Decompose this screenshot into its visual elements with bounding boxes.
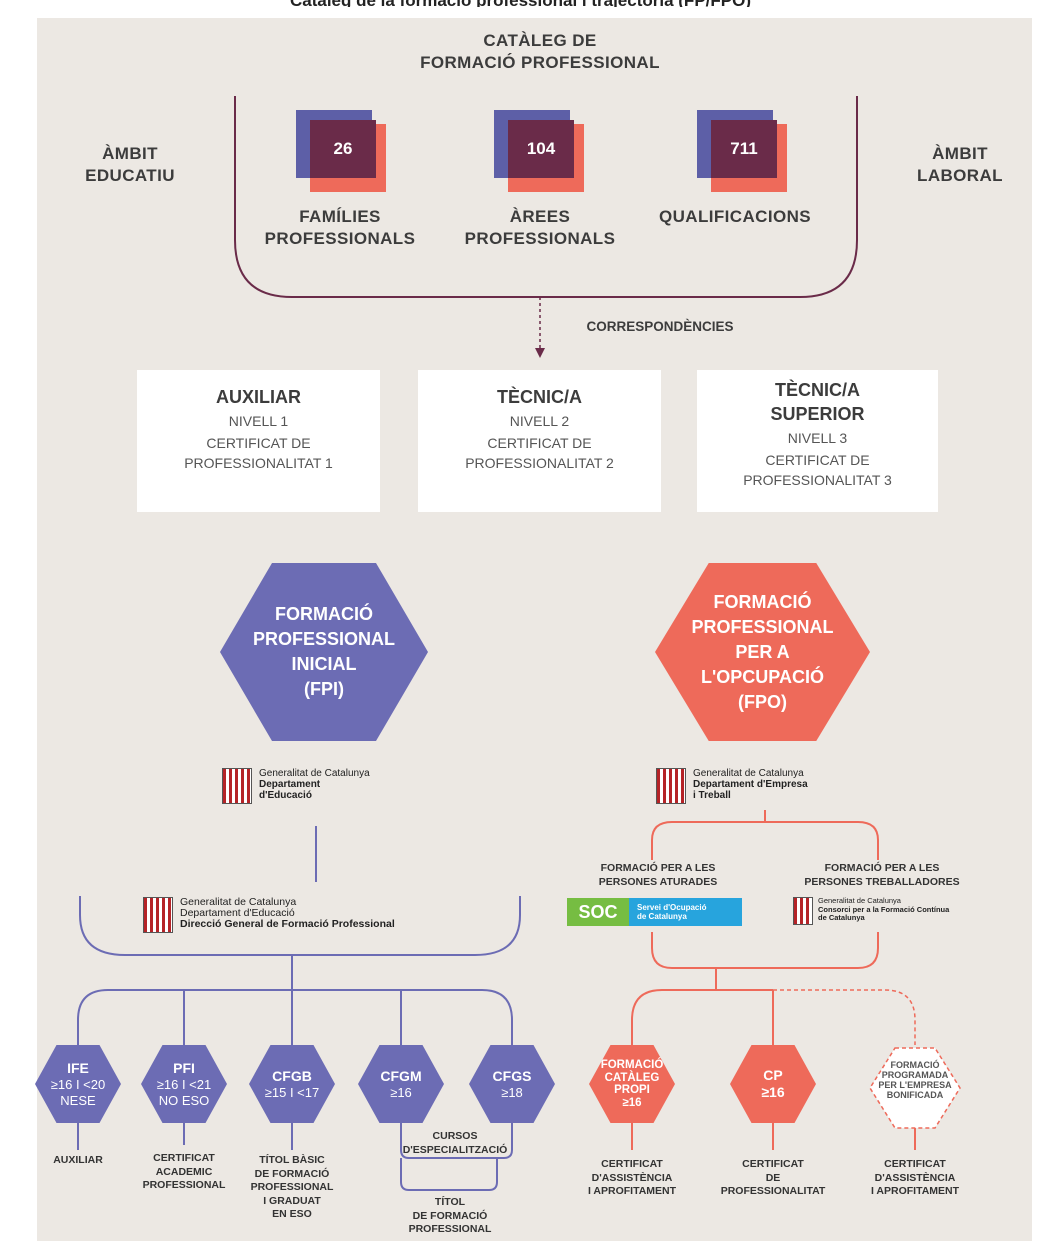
company-outcome: CERTIFICAT D'ASSISTÈNCIA I APROFITAMENT	[870, 1158, 960, 1197]
generalitat-crest-icon	[656, 768, 686, 804]
areas-count: 104	[508, 120, 574, 178]
workers-label: FORMACIÓ PER A LES PERSONES TREBALLADORE…	[804, 862, 960, 888]
program-ife-name: IFE	[67, 1059, 89, 1076]
level-card-2-name: TÈCNIC/A	[497, 387, 582, 407]
diagram-panel	[37, 18, 1032, 1241]
catalog-title: CATÀLEG DE FORMACIÓ PROFESSIONAL	[420, 31, 660, 72]
unemployed-label: FORMACIÓ PER A LES PERSONES ATURADES	[598, 862, 718, 888]
soc-abbr: SOC	[567, 898, 629, 926]
level-card-1-cert: CERTIFICAT DE PROFESSIONALITAT 1	[184, 435, 333, 471]
ife-outcome: AUXILIAR	[53, 1154, 103, 1166]
fpi-dg-bracket	[79, 896, 521, 956]
fpi-logo-dept: Departament d'Educació	[259, 779, 321, 801]
title-bracket	[400, 1158, 498, 1191]
program-hexagon-cfgm: CFGM ≥16	[358, 1045, 444, 1123]
program-pfi-cond: ≥16 I <21 NO ESO	[156, 1076, 212, 1108]
fpo-department-logo: Generalitat de Catalunya Departament d'E…	[656, 768, 808, 804]
generalitat-crest-icon	[143, 897, 173, 933]
specialization-bracket	[400, 1120, 513, 1159]
pfi-outcome: CERTIFICAT ACADEMIC PROFESSIONAL	[142, 1152, 226, 1191]
consorci-gen: Generalitat de Catalunya	[818, 896, 901, 905]
cp-outcome: CERTIFICAT DE PROFESSIONALITAT	[720, 1158, 826, 1197]
fpi-hexagon: FORMACIÓ PROFESSIONAL INICIAL (FPI)	[220, 563, 428, 741]
families-label: FAMÍLIES PROFESSIONALS	[264, 207, 416, 248]
program-cp-name: CP ≥16	[761, 1067, 785, 1100]
qualifications-label: QUALIFICACIONS	[659, 207, 811, 226]
level-card-1: AUXILIAR NIVELL 1 CERTIFICAT DE PROFESSI…	[137, 370, 380, 512]
fpi-dg-dept: Departament d'Educació	[180, 907, 295, 919]
specialization-courses: CURSOS D'ESPECIALITZACIÓ	[402, 1130, 508, 1156]
level-card-1-name: AUXILIAR	[216, 387, 301, 407]
level-card-3: TÈCNIC/A SUPERIOR NIVELL 3 CERTIFICAT DE…	[697, 370, 938, 512]
fpi-dg-name: Direcció General de Formació Professiona…	[180, 918, 395, 930]
fpo-logo-dept: Departament d'Empresa i Treball	[693, 779, 808, 801]
vocational-title-outcome: TÍTOL DE FORMACIÓ PROFESSIONAL	[408, 1196, 492, 1235]
generalitat-crest-icon	[793, 897, 813, 925]
program-cfgm-cond: ≥16	[390, 1084, 412, 1100]
program-cfgb-cond: ≥15 I <17	[264, 1084, 320, 1100]
program-cfgb-name: CFGB	[272, 1067, 312, 1084]
program-cfgs-cond: ≥18	[501, 1084, 523, 1100]
educational-scope-label: ÀMBIT EDUCATIU	[85, 144, 175, 185]
program-hexagon-cfgs: CFGS ≥18	[469, 1045, 555, 1123]
fpi-branch-bar	[77, 989, 513, 1045]
program-company-name: FORMACIÓ PROGRAMADA PER L'EMPRESA BONIFI…	[878, 1060, 952, 1100]
consorci-name: Consorci per a la Formació Contínua de C…	[818, 904, 950, 922]
level-card-2-cert: CERTIFICAT DE PROFESSIONALITAT 2	[465, 435, 614, 471]
fpo-branch-left	[631, 989, 773, 1045]
cfgb-outcome: TÍTOL BÀSIC DE FORMACIÓ PROFESSIONAL I G…	[250, 1154, 334, 1220]
level-card-3-cert: CERTIFICAT DE PROFESSIONALITAT 3	[743, 452, 892, 488]
program-hexagon-cfgb: CFGB ≥15 I <17	[249, 1045, 335, 1123]
soc-logo: SOC Servei d'Ocupació de Catalunya	[567, 898, 742, 926]
catalog-bracket	[234, 96, 858, 298]
level-card-3-level: NIVELL 3	[787, 430, 848, 446]
program-cfgm-name: CFGM	[380, 1067, 422, 1084]
level-card-2: TÈCNIC/A NIVELL 2 CERTIFICAT DE PROFESSI…	[418, 370, 661, 512]
company-hexagon-outline	[869, 1047, 961, 1129]
program-pfi-name: PFI	[173, 1059, 195, 1076]
level-card-1-level: NIVELL 1	[228, 413, 289, 429]
fpo-bottom-bracket	[651, 932, 879, 969]
correspondences-label: CORRESPONDÈNCIES	[586, 319, 734, 334]
own-catalog-outcome: CERTIFICAT D'ASSISTÈNCIA I APROFITAMENT	[587, 1158, 677, 1197]
fpi-logo-gen: Generalitat de Catalunya	[259, 768, 370, 779]
level-card-3-name: TÈCNIC/A SUPERIOR	[770, 380, 865, 424]
fpo-top-bracket	[651, 821, 879, 860]
program-own-catalog-name: FORMACIÓ CATÀLEG PROPI ≥16	[600, 1059, 664, 1109]
labor-scope-label: ÀMBIT LABORAL	[917, 144, 1003, 185]
families-count: 26	[310, 120, 376, 178]
soc-name: Servei d'Ocupació de Catalunya	[629, 898, 742, 926]
fpo-logo-gen: Generalitat de Catalunya	[693, 768, 804, 779]
program-cfgs-name: CFGS	[492, 1067, 532, 1084]
generalitat-crest-icon	[222, 768, 252, 804]
level-card-2-level: NIVELL 2	[509, 413, 570, 429]
fpi-dg-logo: Generalitat de Catalunya Departament d'E…	[143, 897, 395, 933]
consorci-logo: Generalitat de Catalunya Consorci per a …	[793, 896, 950, 925]
fpi-department-logo: Generalitat de Catalunya Departament d'E…	[222, 768, 370, 804]
qualifications-count: 711	[711, 120, 777, 178]
program-ife-cond: ≥16 I <20 NESE	[50, 1076, 106, 1108]
fpo-branch-company	[773, 989, 916, 1045]
correspondence-arrow-head	[535, 348, 545, 358]
page-title-cut: Catàleg de la formació professional i tr…	[0, 0, 1041, 7]
fpi-dg-gen: Generalitat de Catalunya	[180, 896, 297, 908]
areas-label: ÀREES PROFESSIONALS	[464, 207, 616, 248]
